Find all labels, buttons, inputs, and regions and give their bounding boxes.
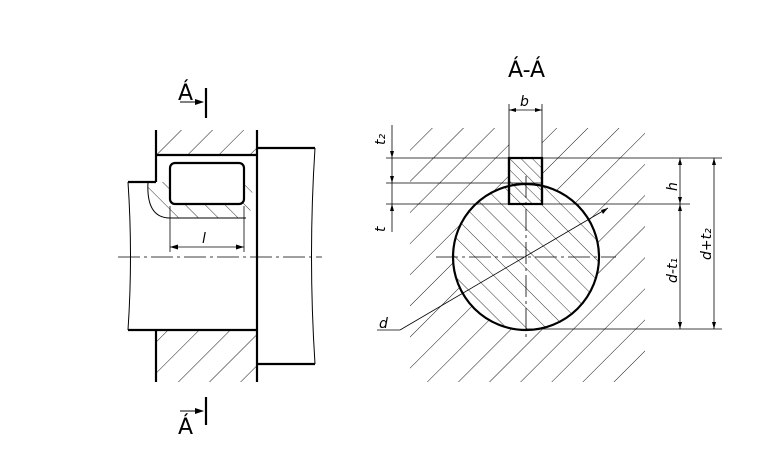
hub-hatching-top xyxy=(156,130,257,155)
cut-label-top: Á xyxy=(178,80,193,106)
cut-arrow-top-head xyxy=(195,99,204,105)
h-arrow-top xyxy=(678,158,682,165)
cut-label-bottom: Á xyxy=(178,414,193,440)
cut-arrow-bottom-head xyxy=(195,408,204,414)
dim-label-d-plus-t2: d+t₂ xyxy=(699,228,715,260)
shaft-break-left xyxy=(127,181,131,331)
dim-label-t2: t₂ xyxy=(373,134,389,145)
dim-label-l: l xyxy=(202,231,206,247)
l-arrow-right xyxy=(236,244,244,250)
b-arrow-right xyxy=(535,108,542,112)
dt1-arrow-bottom xyxy=(678,322,682,329)
dim-label-t: t xyxy=(373,226,389,232)
cross-section-view: Á-Á b t₂ t xyxy=(373,57,722,382)
section-mark-top: Á xyxy=(178,80,208,118)
t2-arrow xyxy=(390,151,394,158)
dim-label-h: h xyxy=(665,182,681,191)
key-body xyxy=(168,161,246,206)
key-section-hatching xyxy=(509,158,542,204)
dt1-arrow-top xyxy=(678,204,682,211)
h-arrow-bottom xyxy=(678,197,682,204)
dim-label-d-minus-t1: d-t₁ xyxy=(665,258,681,283)
b-arrow-left xyxy=(509,108,516,112)
l-arrow-left xyxy=(170,244,178,250)
hub-keyway-clear xyxy=(509,128,542,158)
dim-label-d: d xyxy=(379,316,388,332)
t-arrow-top xyxy=(390,176,394,183)
section-title: Á-Á xyxy=(508,57,545,83)
section-mark-bottom: Á xyxy=(178,397,208,440)
diameter-leader xyxy=(399,207,609,331)
t-arrow-bottom xyxy=(390,204,394,211)
dim-label-b: b xyxy=(520,94,529,110)
longitudinal-view: l Á Á xyxy=(118,80,322,440)
hub-hatching-bottom xyxy=(156,330,257,382)
dt2-arrow-bottom xyxy=(712,322,716,329)
shaft-break-right xyxy=(311,147,316,365)
diameter-arrow xyxy=(601,208,608,214)
dt2-arrow-top xyxy=(712,158,716,165)
